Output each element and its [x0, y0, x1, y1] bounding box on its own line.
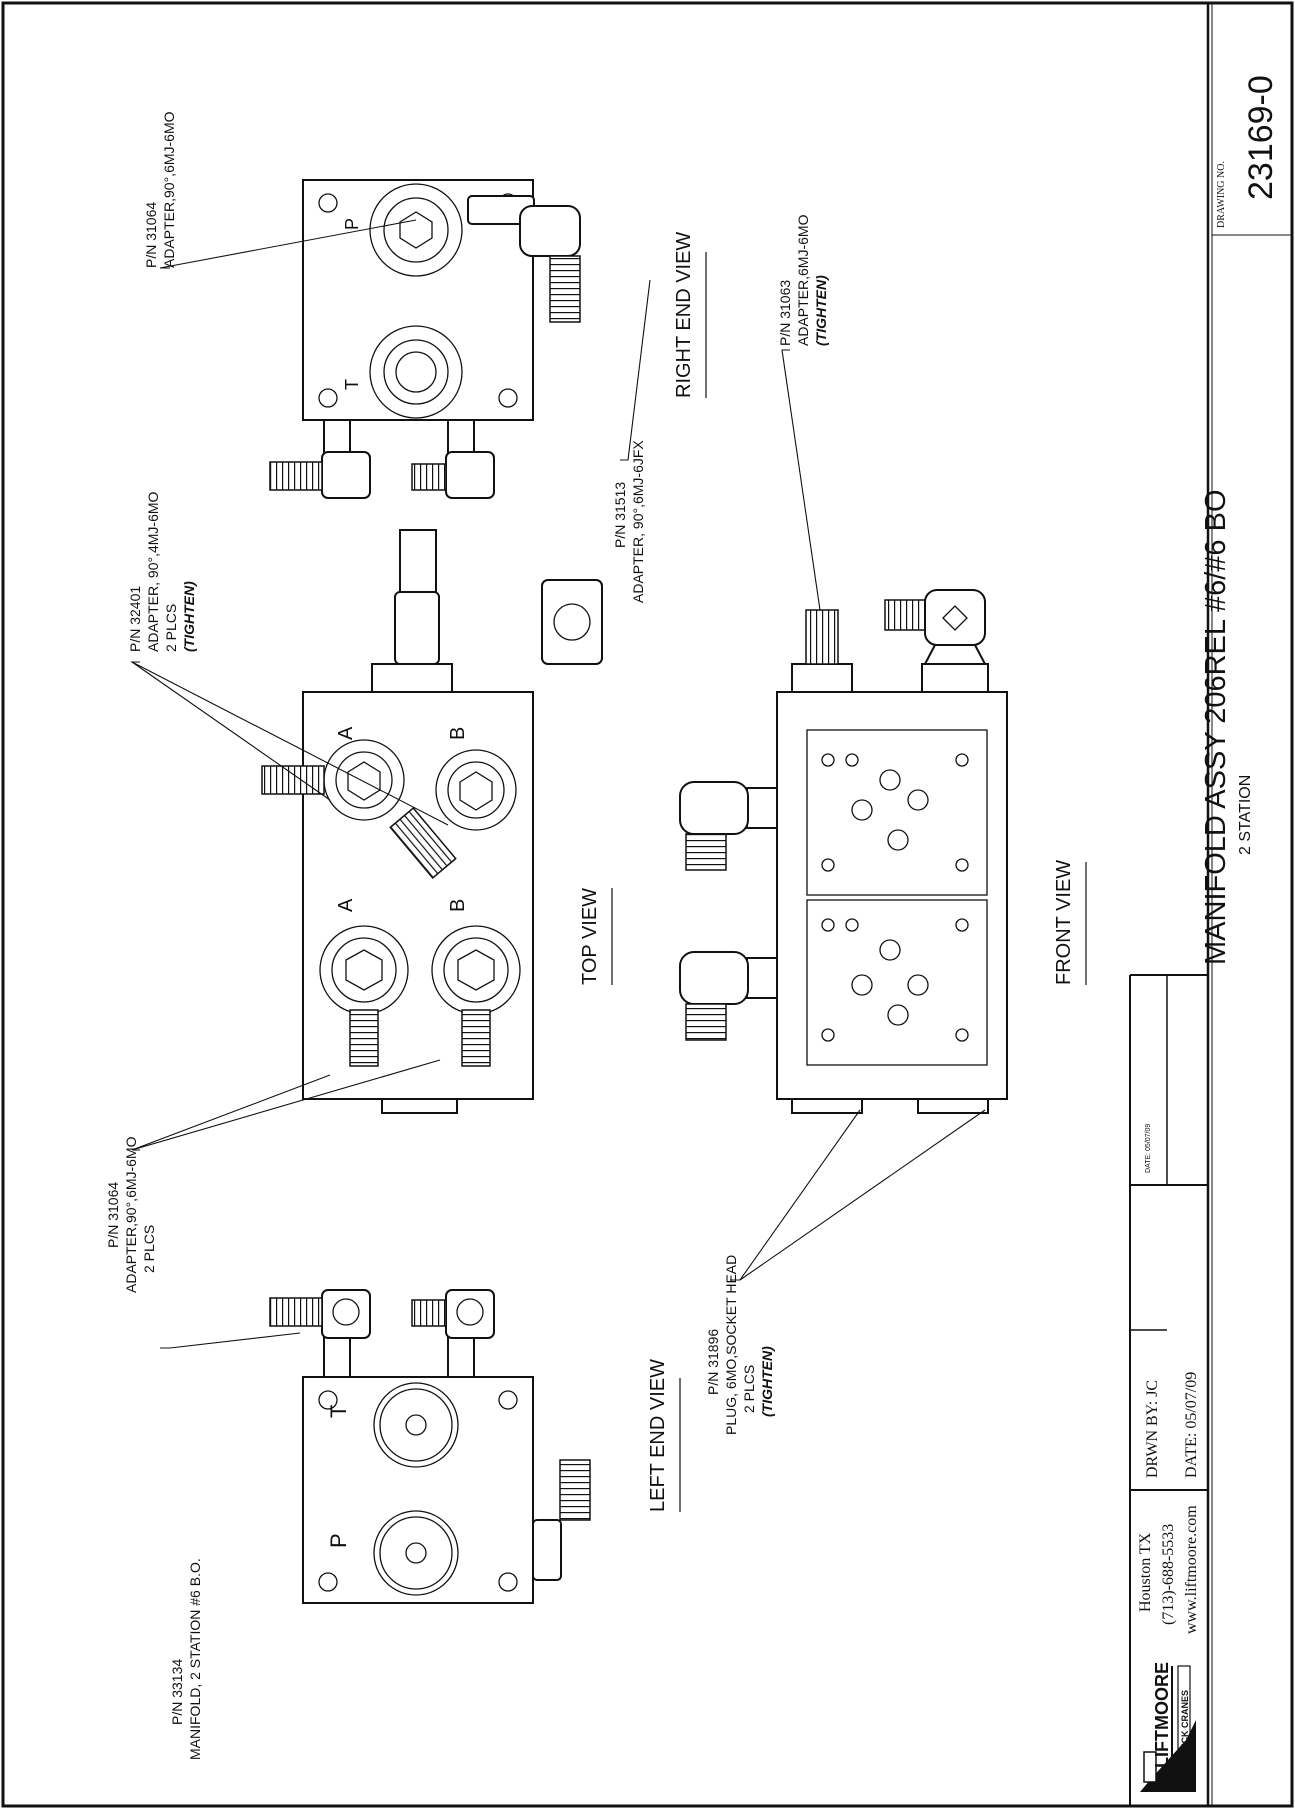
svg-text:ADAPTER, 90°,4MJ-6MO: ADAPTER, 90°,4MJ-6MO: [145, 491, 161, 652]
company-phone: (713)-688-5533: [1160, 1524, 1177, 1625]
callout-adapter-32401: P/N 32401 ADAPTER, 90°,4MJ-6MO 2 PLCS (T…: [127, 491, 197, 652]
svg-text:P/N 31896: P/N 31896: [705, 1329, 721, 1395]
svg-text:PLUG, 6MO,SOCKET HEAD: PLUG, 6MO,SOCKET HEAD: [723, 1255, 739, 1435]
svg-text:ADAPTER,90°,6MJ-6MO: ADAPTER,90°,6MJ-6MO: [123, 1136, 139, 1293]
port-label-t: T: [326, 1405, 351, 1418]
view-label-top: TOP VIEW: [579, 888, 601, 985]
svg-text:(TIGHTEN): (TIGHTEN): [181, 581, 197, 652]
drawn-by: DRWN BY: JC: [1144, 1380, 1161, 1478]
callout-adapter-31513: P/N 31513 ADAPTER, 90°,6MJ-6JFX: [612, 440, 646, 603]
port-label-p-right: P: [342, 218, 362, 230]
drawing-title: MANIFOLD ASSY 206REL #6/#6 BO: [1200, 489, 1232, 965]
drawing-date: DATE: 05/07/09: [1183, 1372, 1200, 1478]
top-view: A B A B: [261, 529, 603, 1114]
svg-text:P/N 31064: P/N 31064: [105, 1182, 121, 1248]
company-logo: LIFTMOORE TRUCK CRANES: [1140, 1662, 1196, 1792]
svg-text:(TIGHTEN): (TIGHTEN): [759, 1346, 775, 1417]
svg-text:2 PLCS: 2 PLCS: [163, 604, 179, 652]
svg-text:2 PLCS: 2 PLCS: [141, 1225, 157, 1273]
svg-text:ADAPTER,90°,6MJ-6MO: ADAPTER,90°,6MJ-6MO: [161, 111, 177, 268]
front-view: [679, 589, 1008, 1114]
company-city: Houston TX: [1137, 1532, 1154, 1612]
callout-adapter-31064-right: P/N 31064 ADAPTER,90°,6MJ-6MO: [143, 111, 177, 268]
svg-text:2 PLCS: 2 PLCS: [741, 1365, 757, 1413]
callout-manifold: P/N 33134 MANIFOLD, 2 STATION #6 B.O.: [169, 1558, 203, 1760]
port-label-a-2: A: [335, 726, 357, 740]
port-label-b-1: B: [447, 899, 469, 912]
drawing-number: 23169-0: [1242, 75, 1280, 200]
svg-text:P/N 32401: P/N 32401: [127, 586, 143, 652]
right-end-view: T P: [269, 179, 581, 499]
port-label-p: P: [326, 1533, 351, 1548]
svg-text:MANIFOLD, 2 STATION #6 B.O.: MANIFOLD, 2 STATION #6 B.O.: [187, 1558, 203, 1760]
svg-text:P/N 31513: P/N 31513: [612, 482, 628, 548]
company-web: www.liftmoore.com: [1183, 1505, 1200, 1634]
svg-text:ADAPTER,6MJ-6MO: ADAPTER,6MJ-6MO: [795, 214, 811, 346]
drawing-number-label: DRAWING NO.: [1216, 161, 1227, 228]
view-label-right-end: RIGHT END VIEW: [673, 232, 695, 398]
drawing-subtitle: 2 STATION: [1237, 775, 1254, 855]
view-labels: LEFT END VIEW TOP VIEW FRONT VIEW RIGHT …: [579, 232, 1087, 1512]
title-block: LIFTMOORE TRUCK CRANES Houston TX (713)-…: [1129, 3, 1292, 1806]
port-label-b-2: B: [447, 727, 469, 740]
view-label-left-end: LEFT END VIEW: [647, 1359, 669, 1512]
date-small: DATE: 05/07/09: [1145, 1124, 1152, 1173]
svg-text:ADAPTER, 90°,6MJ-6JFX: ADAPTER, 90°,6MJ-6JFX: [630, 440, 646, 603]
svg-text:(TIGHTEN): (TIGHTEN): [813, 275, 829, 346]
svg-text:P/N 31064: P/N 31064: [143, 202, 159, 268]
svg-text:P/N 31063: P/N 31063: [777, 280, 793, 346]
leader-lines: [130, 219, 986, 1349]
callout-plug-31896: P/N 31896 PLUG, 6MO,SOCKET HEAD 2 PLCS (…: [705, 1255, 775, 1435]
svg-text:P/N 33134: P/N 33134: [169, 1659, 185, 1725]
view-label-front: FRONT VIEW: [1053, 860, 1075, 985]
callout-adapter-31063: P/N 31063 ADAPTER,6MJ-6MO (TIGHTEN): [777, 214, 829, 346]
callout-adapter-31064-left: P/N 31064 ADAPTER,90°,6MJ-6MO 2 PLCS: [105, 1136, 157, 1293]
svg-text:LIFTMOORE: LIFTMOORE: [1152, 1662, 1172, 1768]
callouts: P/N 33134 MANIFOLD, 2 STATION #6 B.O. P/…: [105, 111, 829, 1760]
port-label-a-1: A: [335, 898, 357, 912]
left-end-view: P T: [269, 1289, 591, 1604]
port-label-t-right: T: [342, 379, 362, 390]
svg-text:TRUCK CRANES: TRUCK CRANES: [1180, 1690, 1190, 1762]
